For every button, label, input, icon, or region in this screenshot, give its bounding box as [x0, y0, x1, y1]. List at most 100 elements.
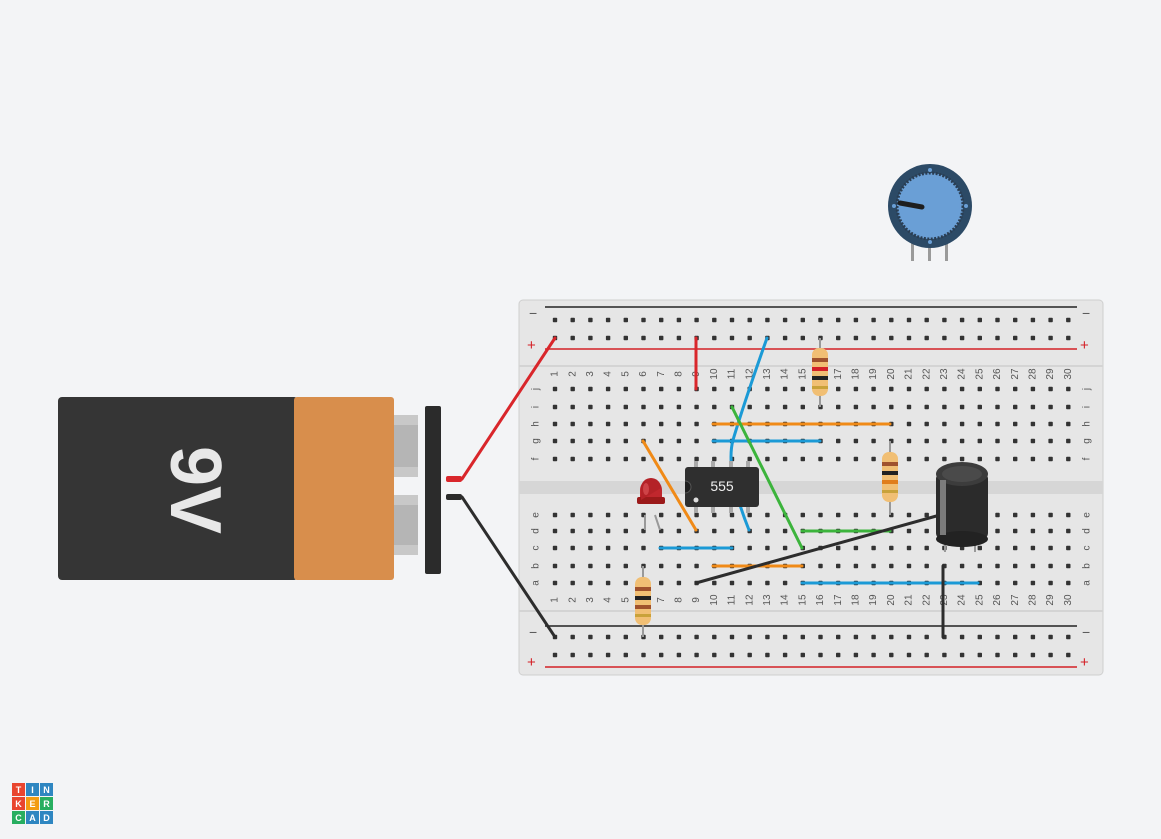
breadboard-hole[interactable] — [1048, 438, 1053, 444]
breadboard-hole[interactable] — [889, 404, 894, 410]
breadboard-hole[interactable] — [747, 545, 752, 551]
breadboard-hole[interactable] — [906, 438, 912, 444]
breadboard-hole[interactable] — [1013, 335, 1018, 341]
breadboard-hole[interactable] — [659, 652, 664, 658]
breadboard-hole[interactable] — [729, 580, 735, 586]
breadboard-hole[interactable] — [889, 317, 894, 323]
breadboard-hole[interactable] — [641, 317, 646, 323]
breadboard-hole[interactable] — [995, 456, 1000, 462]
breadboard-hole[interactable] — [747, 404, 752, 410]
breadboard-hole[interactable] — [570, 456, 575, 462]
breadboard-hole[interactable] — [906, 528, 912, 534]
breadboard-hole[interactable] — [995, 580, 1000, 586]
breadboard-hole[interactable] — [853, 404, 859, 410]
breadboard-hole[interactable] — [782, 335, 788, 341]
breadboard-hole[interactable] — [1030, 563, 1036, 569]
breadboard-hole[interactable] — [641, 335, 646, 341]
breadboard-hole[interactable] — [1048, 456, 1053, 462]
breadboard-hole[interactable] — [871, 634, 876, 640]
breadboard-hole[interactable] — [694, 421, 699, 427]
breadboard-hole[interactable] — [1066, 634, 1071, 640]
breadboard-hole[interactable] — [924, 545, 929, 551]
breadboard-hole[interactable] — [676, 512, 682, 518]
breadboard-hole[interactable] — [818, 652, 823, 658]
breadboard-hole[interactable] — [623, 421, 628, 427]
breadboard-hole[interactable] — [800, 335, 805, 341]
breadboard-hole[interactable] — [765, 545, 770, 551]
breadboard-hole[interactable] — [924, 386, 929, 392]
breadboard-hole[interactable] — [853, 652, 859, 658]
breadboard-hole[interactable] — [588, 456, 593, 462]
breadboard-hole[interactable] — [1030, 421, 1036, 427]
breadboard-hole[interactable] — [906, 421, 912, 427]
breadboard-hole[interactable] — [800, 386, 805, 392]
breadboard-hole[interactable] — [729, 512, 735, 518]
breadboard-hole[interactable] — [747, 652, 752, 658]
breadboard-hole[interactable] — [836, 404, 841, 410]
breadboard-hole[interactable] — [765, 456, 770, 462]
breadboard-hole[interactable] — [659, 317, 664, 323]
breadboard-hole[interactable] — [853, 386, 859, 392]
breadboard-hole[interactable] — [995, 335, 1000, 341]
breadboard-hole[interactable] — [800, 512, 805, 518]
wire-black-battery[interactable] — [460, 495, 557, 639]
breadboard-hole[interactable] — [641, 421, 646, 427]
breadboard-hole[interactable] — [995, 545, 1000, 551]
breadboard-hole[interactable] — [924, 456, 929, 462]
breadboard-hole[interactable] — [676, 652, 682, 658]
breadboard-hole[interactable] — [712, 634, 717, 640]
breadboard-hole[interactable] — [570, 545, 575, 551]
breadboard-hole[interactable] — [924, 652, 929, 658]
breadboard-hole[interactable] — [1048, 634, 1053, 640]
led-red[interactable] — [637, 478, 665, 531]
electrolytic-capacitor[interactable] — [936, 462, 988, 552]
breadboard-hole[interactable] — [641, 652, 646, 658]
breadboard-hole[interactable] — [605, 404, 611, 410]
breadboard-hole[interactable] — [871, 512, 876, 518]
breadboard-hole[interactable] — [623, 386, 628, 392]
breadboard-hole[interactable] — [605, 386, 611, 392]
breadboard-hole[interactable] — [712, 652, 717, 658]
breadboard-hole[interactable] — [1066, 528, 1071, 534]
breadboard-hole[interactable] — [836, 335, 841, 341]
breadboard-hole[interactable] — [995, 512, 1000, 518]
breadboard-hole[interactable] — [871, 386, 876, 392]
breadboard-hole[interactable] — [605, 528, 611, 534]
breadboard-hole[interactable] — [605, 438, 611, 444]
breadboard-hole[interactable] — [729, 634, 735, 640]
breadboard-hole[interactable] — [1030, 528, 1036, 534]
breadboard-hole[interactable] — [853, 545, 859, 551]
breadboard-hole[interactable] — [552, 317, 558, 323]
breadboard-hole[interactable] — [1030, 456, 1036, 462]
breadboard-hole[interactable] — [676, 580, 682, 586]
breadboard-hole[interactable] — [1048, 580, 1053, 586]
breadboard-hole[interactable] — [977, 317, 982, 323]
breadboard-hole[interactable] — [1030, 335, 1036, 341]
breadboard-hole[interactable] — [942, 317, 947, 323]
breadboard-hole[interactable] — [924, 421, 929, 427]
breadboard-hole[interactable] — [552, 563, 558, 569]
breadboard-hole[interactable] — [1048, 528, 1053, 534]
potentiometer[interactable] — [888, 164, 972, 261]
breadboard-hole[interactable] — [1048, 386, 1053, 392]
breadboard-hole[interactable] — [836, 386, 841, 392]
breadboard-hole[interactable] — [765, 528, 770, 534]
breadboard-hole[interactable] — [889, 652, 894, 658]
breadboard-hole[interactable] — [623, 563, 628, 569]
breadboard-hole[interactable] — [942, 335, 947, 341]
breadboard-hole[interactable] — [605, 456, 611, 462]
breadboard-hole[interactable] — [623, 580, 628, 586]
breadboard-hole[interactable] — [570, 512, 575, 518]
breadboard-hole[interactable] — [1030, 317, 1036, 323]
breadboard-hole[interactable] — [729, 528, 735, 534]
breadboard-hole[interactable] — [924, 512, 929, 518]
breadboard-hole[interactable] — [782, 528, 788, 534]
breadboard-hole[interactable] — [570, 634, 575, 640]
breadboard-hole[interactable] — [570, 528, 575, 534]
breadboard-hole[interactable] — [1066, 456, 1071, 462]
breadboard-hole[interactable] — [676, 404, 682, 410]
breadboard-hole[interactable] — [623, 317, 628, 323]
breadboard-hole[interactable] — [959, 438, 965, 444]
breadboard-hole[interactable] — [924, 438, 929, 444]
breadboard-hole[interactable] — [1066, 335, 1071, 341]
